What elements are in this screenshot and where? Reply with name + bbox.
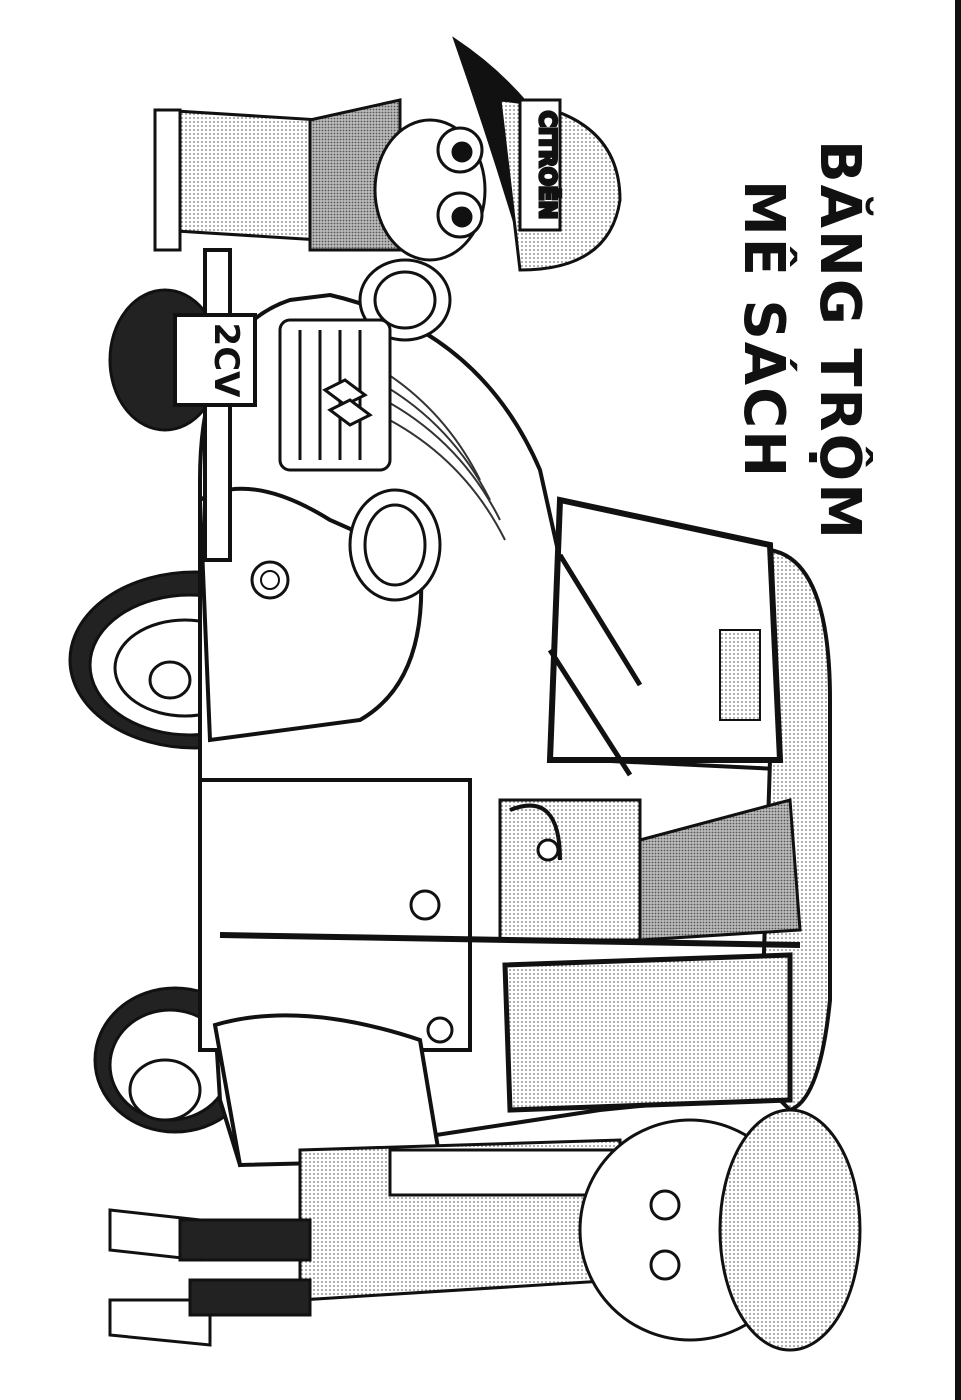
license-plate: 2CV: [173, 313, 257, 407]
title-line-1: BĂNG TRỘM: [807, 140, 872, 542]
boy-character: CITROËN: [153, 36, 622, 272]
page-border: [955, 0, 961, 1400]
cap-text: CITROËN: [534, 111, 560, 219]
headlight-lower: [348, 488, 442, 602]
grille: [278, 318, 392, 472]
title-line-2: MÊ SÁCH: [731, 180, 796, 480]
chapter-title: BĂNG TRỘM MÊ SÁCH: [700, 140, 880, 541]
girl-character: [108, 1108, 862, 1352]
plate-text: 2CV: [206, 323, 246, 399]
